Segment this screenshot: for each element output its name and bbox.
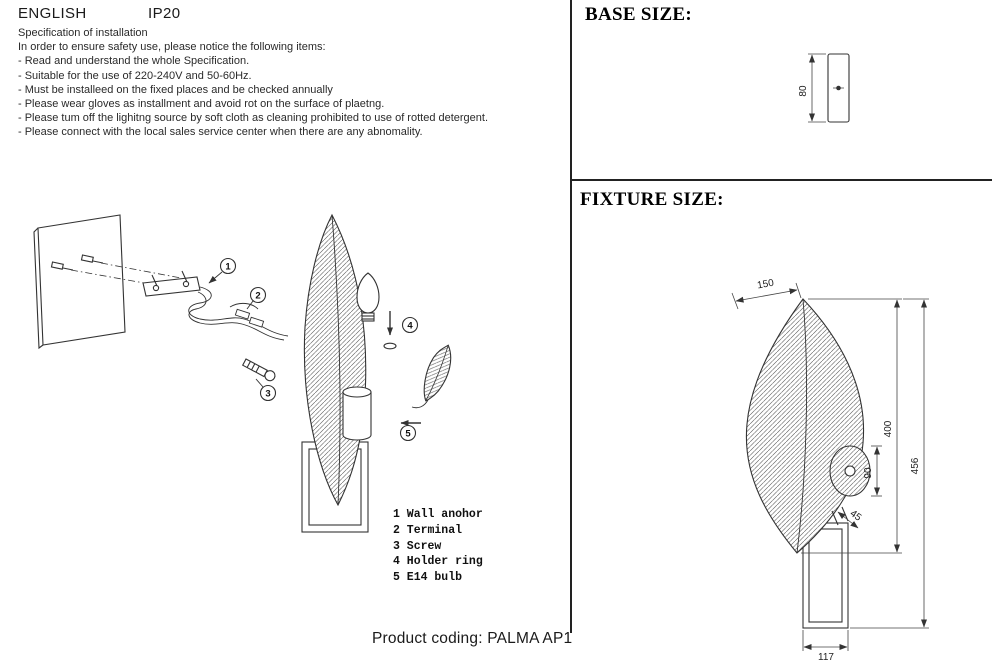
callout-2: 2 — [255, 291, 260, 302]
spec-line: - Please wear gloves as installment and … — [18, 98, 385, 111]
base-height-dim: 80 — [798, 85, 809, 97]
parts-list-item: 5 E14 bulb — [393, 571, 463, 585]
language-label: ENGLISH — [18, 5, 87, 22]
small-leaf-shade — [411, 344, 452, 409]
parts-list-item: 4 Holder ring — [393, 555, 483, 569]
spec-line: - Suitable for the use of 220-240V and 5… — [18, 69, 252, 82]
base-plate — [827, 53, 850, 123]
e14-bulb — [356, 272, 380, 322]
spec-line: - Please connect with the local sales se… — [18, 126, 423, 139]
base-dimension-lines — [808, 53, 826, 123]
fixture-holder-disc — [829, 445, 871, 497]
callout-3: 3 — [265, 389, 270, 400]
callout-4: 4 — [407, 321, 413, 332]
product-coding: Product coding: PALMA AP1 — [372, 630, 573, 647]
parts-list-item: 1 Wall anohor — [393, 508, 483, 521]
spec-line: - Must be installeed on the fixed places… — [18, 83, 333, 96]
dim-117: 117 — [818, 652, 834, 663]
alignment-guides — [70, 262, 182, 285]
dim-90: 90 — [863, 467, 874, 479]
base-size-drawing: 80 — [798, 53, 850, 123]
spec-title: Specification of installation — [18, 27, 148, 39]
parts-list-item: 3 Screw — [393, 539, 442, 553]
parts-list: 1 Wall anohor 2 Terminal 3 Screw 4 Holde… — [393, 507, 483, 586]
vertical-divider — [570, 0, 572, 633]
specification-block: Specification of installation In order t… — [18, 26, 570, 140]
callout-leaders — [208, 271, 264, 388]
callout-circles — [219, 257, 419, 442]
callout-1: 1 — [225, 262, 231, 273]
base-size-title: BASE SIZE: — [585, 4, 693, 25]
socket-cylinder — [342, 386, 372, 441]
callout-5: 5 — [405, 429, 411, 440]
parts-list-item: 2 Terminal — [393, 523, 463, 537]
dim-150: 150 — [756, 278, 775, 292]
spec-line: - Read and understand the whole Specific… — [18, 55, 250, 68]
fixture-size-drawing: 150 400 456 90 45 117 — [731, 278, 929, 663]
spec-line: - Please tum off the lighitng source by … — [18, 112, 489, 125]
mounting-bracket — [142, 270, 201, 297]
spec-line: In order to ensure safety use, please no… — [18, 41, 326, 54]
holder-ring — [383, 342, 397, 350]
screw-part — [241, 358, 276, 382]
wires — [188, 286, 289, 341]
ip-rating-label: IP20 — [148, 5, 181, 22]
horizontal-divider — [570, 179, 992, 181]
dim-456: 456 — [910, 457, 921, 474]
fixture-dimension-lines — [731, 282, 929, 651]
fixture-size-title: FIXTURE SIZE: — [580, 189, 724, 210]
wall-plate — [33, 214, 126, 350]
assembly-diagram: 1 2 3 4 5 — [33, 213, 452, 533]
fixture-leaf — [745, 298, 865, 554]
dim-400: 400 — [883, 420, 894, 437]
